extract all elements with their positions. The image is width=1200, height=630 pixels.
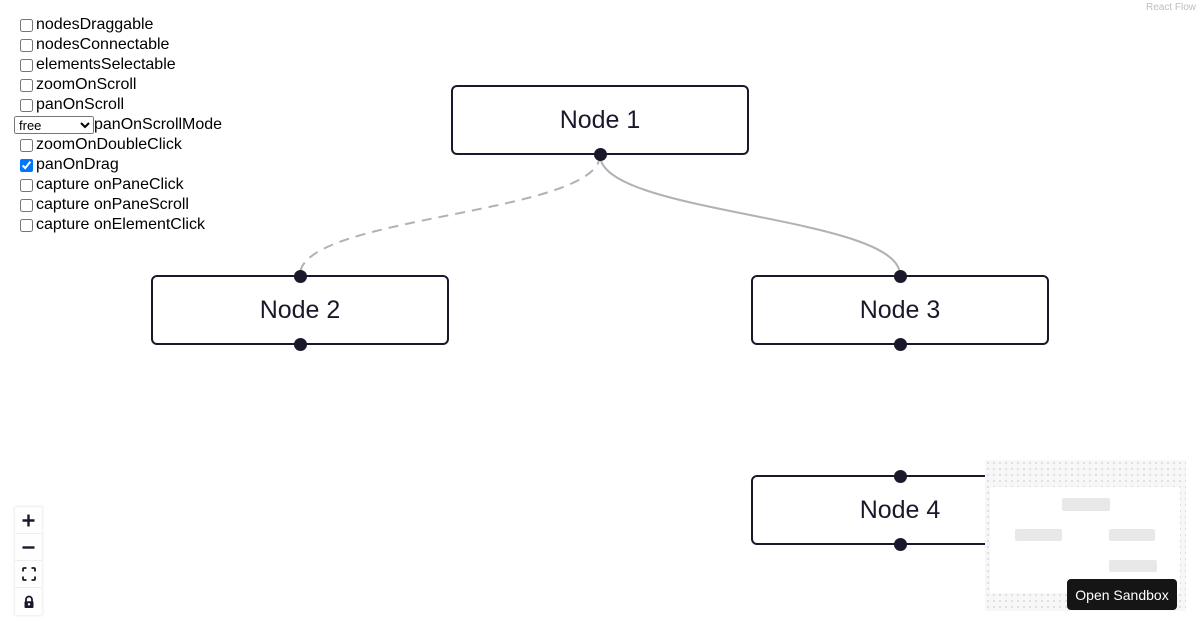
fit-view-button[interactable] — [15, 561, 42, 588]
checkbox-zoomOnScroll[interactable] — [20, 78, 33, 92]
sandbox-skeleton-panel — [990, 487, 1180, 593]
checkbox-nodesConnectable[interactable] — [20, 38, 33, 52]
plus-icon — [21, 513, 36, 528]
checkbox-panOnDrag[interactable] — [20, 158, 33, 172]
interaction-options-panel: nodesDraggable nodesConnectable elementsSe… — [14, 15, 222, 235]
select-panOnScrollMode[interactable]: free — [14, 116, 94, 134]
panel-row-zoomOnScroll: zoomOnScroll — [14, 75, 222, 95]
panel-row-nodesDraggable: nodesDraggable — [14, 15, 222, 35]
panel-row-label: zoomOnScroll — [36, 76, 137, 93]
fit-view-icon — [21, 567, 36, 581]
panel-row-label: elementsSelectable — [36, 56, 176, 73]
panel-row-capture-onPaneClick: capture onPaneClick — [14, 175, 222, 195]
panel-row-panOnDrag: panOnDrag — [14, 155, 222, 175]
skeleton-bar — [1015, 529, 1062, 541]
panel-row-capture-onElementClick: capture onElementClick — [14, 215, 222, 235]
node-label: Node 3 — [859, 295, 941, 324]
lock-button[interactable] — [15, 588, 42, 615]
checkbox-elementsSelectable[interactable] — [20, 58, 33, 72]
flow-edge-e1-3[interactable] — [599, 154, 901, 276]
node-label: Node 2 — [259, 295, 341, 324]
panel-row-elementsSelectable: elementsSelectable — [14, 55, 222, 75]
node-label: Node 4 — [859, 495, 941, 524]
panel-row-capture-onPaneScroll: capture onPaneScroll — [14, 195, 222, 215]
panel-row-label: panOnScroll — [36, 96, 125, 113]
flow-controls — [15, 507, 42, 615]
flow-node-2[interactable]: Node 2 — [151, 269, 449, 351]
react-flow-attribution-link[interactable]: React Flow — [1145, 2, 1196, 13]
node-handle-bottom[interactable] — [893, 337, 907, 351]
skeleton-bar — [1109, 560, 1157, 572]
zoom-out-button[interactable] — [15, 534, 42, 561]
node-handle-bottom[interactable] — [593, 147, 607, 161]
skeleton-bar — [1062, 498, 1110, 511]
panel-row-panOnScroll: panOnScroll — [14, 95, 222, 115]
checkbox-capture-onElementClick[interactable] — [20, 218, 33, 232]
open-sandbox-button[interactable]: Open Sandbox — [1067, 579, 1177, 610]
checkbox-panOnScroll[interactable] — [20, 98, 33, 112]
flow-edge-e1-2[interactable] — [299, 154, 601, 276]
panel-row-label: capture onElementClick — [36, 216, 205, 233]
minus-icon — [21, 540, 36, 555]
panel-row-zoomOnDoubleClick: zoomOnDoubleClick — [14, 135, 222, 155]
node-handle-top[interactable] — [893, 269, 907, 283]
node-handle-bottom[interactable] — [293, 337, 307, 351]
panel-row-label: zoomOnDoubleClick — [36, 136, 182, 153]
checkbox-capture-onPaneClick[interactable] — [20, 178, 33, 192]
checkbox-nodesDraggable[interactable] — [20, 18, 33, 32]
panel-row-label: panOnScrollMode — [94, 116, 223, 133]
node-label: Node 1 — [559, 105, 641, 134]
panel-row-nodesConnectable: nodesConnectable — [14, 35, 222, 55]
panel-row-label: capture onPaneClick — [36, 176, 184, 193]
lock-icon — [23, 595, 35, 609]
panel-row-label: nodesConnectable — [36, 36, 170, 53]
flow-node-3[interactable]: Node 3 — [751, 269, 1049, 351]
node-handle-top[interactable] — [293, 269, 307, 283]
zoom-in-button[interactable] — [15, 507, 42, 534]
codesandbox-preview: Open Sandbox — [985, 460, 1186, 611]
node-handle-bottom[interactable] — [893, 537, 907, 551]
flow-node-1[interactable]: Node 1 — [451, 85, 749, 161]
panel-row-label: nodesDraggable — [36, 16, 154, 33]
checkbox-zoomOnDoubleClick[interactable] — [20, 138, 33, 152]
node-handle-top[interactable] — [893, 469, 907, 483]
panel-row-label: capture onPaneScroll — [36, 196, 189, 213]
panel-row-label: panOnDrag — [36, 156, 119, 173]
skeleton-bar — [1109, 529, 1155, 541]
checkbox-capture-onPaneScroll[interactable] — [20, 198, 33, 212]
